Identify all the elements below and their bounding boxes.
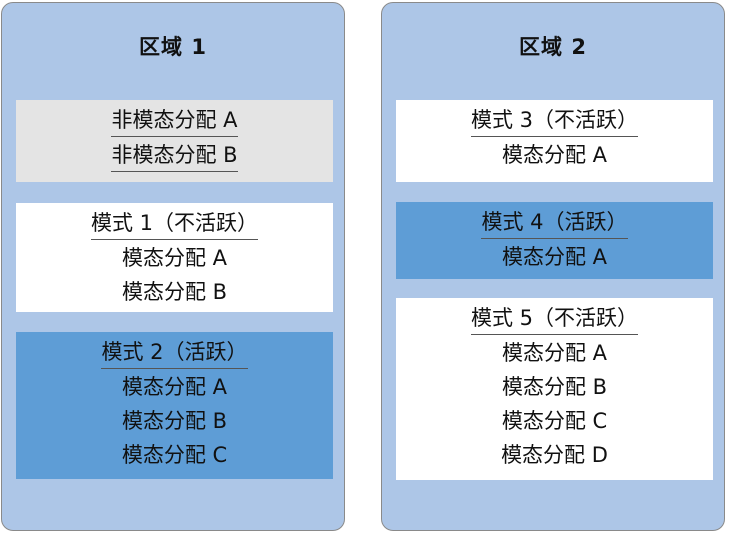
mode-4-assignment-a: 模态分配 A — [501, 245, 608, 269]
mode-3-box: 模式 3（不活跃） 模态分配 A — [396, 100, 713, 182]
mode-5-assignment-b: 模态分配 B — [501, 375, 608, 399]
mode-2-assignment-c: 模态分配 C — [121, 443, 228, 467]
non-modal-assignment-b: 非模态分配 B — [111, 139, 238, 172]
mode-2-assignment-b: 模态分配 B — [121, 409, 228, 433]
mode-4-header: 模式 4（活跃） — [481, 206, 628, 239]
mode-3-header: 模式 3（不活跃） — [470, 104, 639, 137]
mode-5-assignment-a: 模态分配 A — [501, 341, 608, 365]
mode-1-assignment-a: 模态分配 A — [121, 246, 228, 270]
non-modal-assignment-a: 非模态分配 A — [111, 104, 238, 137]
mode-3-assignment-a: 模态分配 A — [501, 143, 608, 167]
mode-5-box: 模式 5（不活跃） 模态分配 A 模态分配 B 模态分配 C 模态分配 D — [396, 298, 713, 480]
mode-1-assignment-b: 模态分配 B — [121, 280, 228, 304]
mode-2-box: 模式 2（活跃） 模态分配 A 模态分配 B 模态分配 C — [16, 332, 333, 479]
zone-2-panel: 区域 2 模式 3（不活跃） 模态分配 A 模式 4（活跃） 模态分配 A 模式… — [381, 2, 725, 531]
mode-2-header: 模式 2（活跃） — [101, 336, 248, 369]
zone-1-panel: 区域 1 非模态分配 A 非模态分配 B 模式 1（不活跃） 模态分配 A 模态… — [1, 2, 345, 531]
non-modal-assignments-box: 非模态分配 A 非模态分配 B — [16, 100, 333, 182]
zone-1-title: 区域 1 — [139, 35, 207, 59]
mode-5-assignment-d: 模态分配 D — [501, 443, 608, 467]
mode-1-box: 模式 1（不活跃） 模态分配 A 模态分配 B — [16, 203, 333, 312]
mode-5-assignment-c: 模态分配 C — [501, 409, 608, 433]
mode-1-header: 模式 1（不活跃） — [90, 207, 259, 240]
mode-2-assignment-a: 模态分配 A — [121, 375, 228, 399]
zone-2-title: 区域 2 — [519, 35, 587, 59]
mode-4-box: 模式 4（活跃） 模态分配 A — [396, 202, 713, 279]
mode-5-header: 模式 5（不活跃） — [470, 302, 639, 335]
